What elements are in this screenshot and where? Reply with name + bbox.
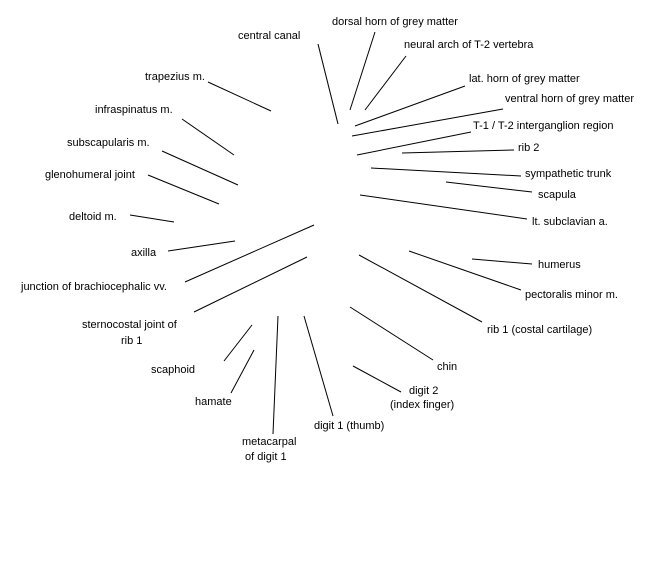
label-humerus: humerus [538,259,581,271]
label-interganglion: T-1 / T-2 interganglion region [473,120,613,132]
label-rib-2: rib 2 [518,142,539,154]
label-axilla: axilla [131,247,157,259]
leader-line-metacarpal [272,315,279,435]
leader-line-axilla [167,240,236,252]
label-subclavian: lt. subclavian a. [532,216,608,228]
leader-line-infraspinatus [181,118,235,156]
label-digit-1: digit 1 (thumb) [314,420,384,432]
label-lat-horn: lat. horn of grey matter [469,73,580,85]
labels: central canal dorsal horn of grey matter… [20,16,634,463]
label-digit-2-line1: digit 2 [409,385,438,397]
leader-line-dorsal-horn [349,31,376,111]
label-central-canal: central canal [238,30,300,42]
label-hamate: hamate [195,396,232,408]
label-scapula: scapula [538,189,577,201]
label-glenohumeral: glenohumeral joint [45,169,135,181]
leader-line-humerus [471,258,533,265]
label-scaphoid: scaphoid [151,364,195,376]
leader-lines [129,31,533,435]
label-sternocostal-line1: sternocostal joint of [82,319,178,331]
label-infraspinatus: infraspinatus m. [95,104,173,116]
leader-line-sympathetic-trunk [370,167,522,177]
leader-line-subscapularis [161,150,239,186]
leader-line-rib-1 [358,254,483,323]
label-deltoid: deltoid m. [69,211,117,223]
label-dorsal-horn: dorsal horn of grey matter [332,16,458,28]
leader-line-lat-horn [354,85,466,127]
label-brachiocephalic: junction of brachiocephalic vv. [20,281,167,293]
label-pectoralis-minor: pectoralis minor m. [525,289,618,301]
leader-line-subclavian [359,194,528,220]
leader-line-interganglion [356,131,472,156]
label-sternocostal-line2: rib 1 [121,335,142,347]
leader-line-chin [349,306,434,361]
leader-line-digit-2 [352,365,402,393]
leader-line-digit-1 [303,315,334,417]
leader-line-hamate [230,349,255,394]
leader-line-sternocostal [193,256,308,313]
leader-line-central-canal [317,43,339,125]
leader-line-neural-arch [364,55,407,111]
leader-line-glenohumeral [147,174,220,205]
label-subscapularis: subscapularis m. [67,137,150,149]
label-neural-arch: neural arch of T-2 vertebra [404,39,534,51]
leader-line-pectoralis-minor [408,250,522,291]
label-metacarpal-line2: of digit 1 [245,451,287,463]
leader-line-brachiocephalic [184,224,315,283]
label-digit-2-line2: (index finger) [390,399,454,411]
label-ventral-horn: ventral horn of grey matter [505,93,634,105]
label-metacarpal-line1: metacarpal [242,436,296,448]
label-rib-1: rib 1 (costal cartilage) [487,324,592,336]
label-chin: chin [437,361,457,373]
label-sympathetic-trunk: sympathetic trunk [525,168,612,180]
leader-line-scaphoid [223,324,253,362]
leader-line-deltoid [129,214,175,223]
leader-line-rib-2 [401,149,515,154]
leader-line-ventral-horn [351,108,504,137]
leader-line-trapezius [207,81,272,112]
label-trapezius: trapezius m. [145,71,205,83]
leader-line-scapula [445,181,533,193]
